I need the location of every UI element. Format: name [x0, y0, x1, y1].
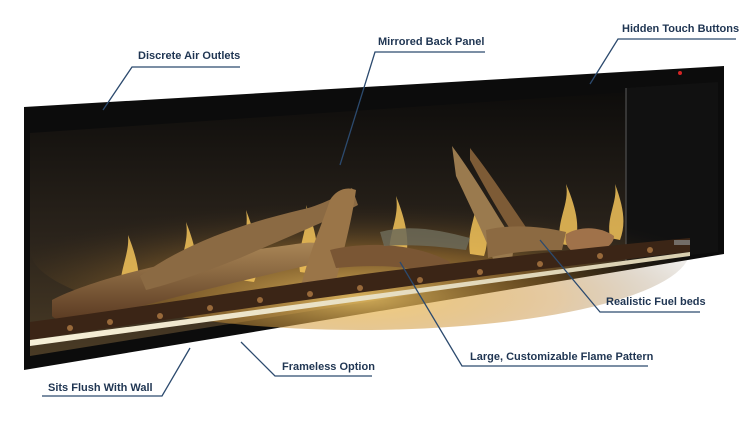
leader-lines — [42, 38, 736, 397]
callout-fuel-beds: Realistic Fuel beds — [606, 296, 706, 308]
callout-frameless: Frameless Option — [282, 361, 375, 373]
touch-button-indicator — [678, 71, 682, 75]
leader-flush — [42, 347, 191, 397]
leader-touch-buttons — [589, 38, 736, 85]
led-strip — [30, 252, 690, 346]
brand-logo — [674, 240, 690, 245]
callout-flush: Sits Flush With Wall — [48, 382, 153, 394]
leader-fuel-beds — [539, 239, 700, 313]
leader-flame-pattern — [399, 261, 648, 367]
ember-highlights — [67, 247, 653, 331]
leader-mirrored-panel — [339, 51, 485, 166]
leader-air-outlets — [102, 66, 240, 111]
callout-mirrored-panel: Mirrored Back Panel — [378, 36, 485, 48]
log-set — [52, 146, 614, 321]
callout-touch-buttons: Hidden Touch Buttons — [622, 23, 740, 35]
callout-flame-pattern: Large, Customizable Flame Pattern — [470, 351, 654, 363]
callout-air-outlets: Discrete Air Outlets — [138, 50, 241, 62]
leader-frameless — [240, 341, 372, 377]
